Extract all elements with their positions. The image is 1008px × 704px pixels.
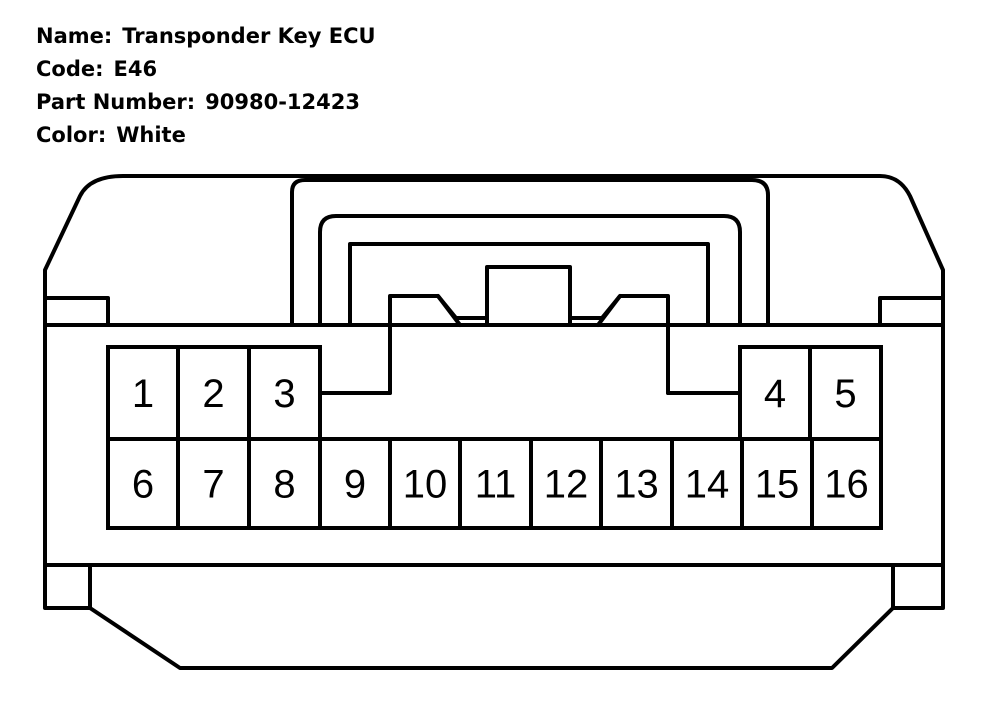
pin-label: 14 [685,463,730,507]
pin-label: 12 [544,463,589,507]
left-ramp-slope [436,294,489,320]
pin-cavity-13 [599,437,674,530]
pin-cavity-5 [808,345,883,441]
pin-cavity-1 [106,345,180,441]
right-skirt-notch [891,563,945,610]
code-label: Code: [36,57,104,81]
name-value: Transponder Key ECU [122,24,376,48]
pin-label: 7 [202,463,224,507]
pin-cavity-10 [388,437,462,530]
pin-cavity-12 [529,437,603,530]
pin-cavity-9 [318,437,392,530]
code-row: Code: E46 [36,53,376,86]
pin-label: 4 [764,372,786,416]
color-value: White [116,123,186,147]
pin-label: 11 [475,463,517,507]
code-value: E46 [113,57,158,81]
connector-info: Name: Transponder Key ECU Code: E46 Part N… [36,20,376,152]
color-row: Color: White [36,119,376,152]
pin-label: 3 [273,372,295,416]
pin-label: 5 [834,372,856,416]
pin-label: 6 [132,463,154,507]
pin-label: 16 [824,463,869,507]
name-label: Name: [36,24,113,48]
right-ledge [878,296,945,327]
right-ramp-slope [568,294,622,320]
color-label: Color: [36,123,107,147]
pin-label: 8 [273,463,295,507]
lock-hood-outer [290,178,770,327]
part-number-value: 90980-12423 [205,90,360,114]
part-number-row: Part Number: 90980-12423 [36,86,376,119]
pin-label: 13 [614,463,659,507]
name-row: Name: Transponder Key ECU [36,20,376,53]
part-number-label: Part Number: [36,90,196,114]
pin-label: 9 [344,463,366,507]
lock-hood-inner [318,214,742,327]
left-skirt-notch [43,563,92,610]
lock-tab [485,265,572,327]
pin-cavity-15 [740,437,814,530]
pin-label: 15 [755,463,800,507]
pin-label: 1 [132,372,154,416]
pin-cavity-3 [247,345,322,441]
latch-window [348,242,710,327]
left-ledge [43,296,110,327]
pin-cavity-16 [810,437,883,530]
pin-label: 2 [202,372,224,416]
connector-housing-outline [43,174,945,670]
pin-label: 10 [403,463,448,507]
